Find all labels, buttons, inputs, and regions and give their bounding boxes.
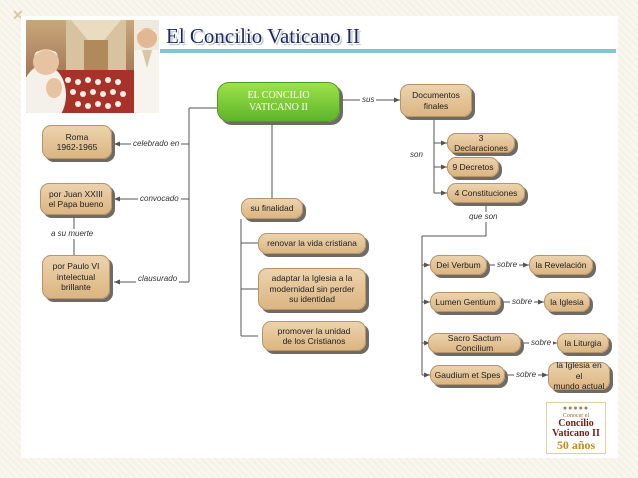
logo-line-3: Vaticano II [552,428,600,439]
node-la-iglesia: la Iglesia [544,292,590,312]
anniversary-logo: ●●●●● Conocer el Concilio Vaticano II 50… [546,402,606,454]
link-convocado: convocado [138,194,181,204]
link-sobre-4: sobre [514,370,539,380]
node-lumen-gentium: Lumen Gentium [430,292,501,312]
link-que-son: que son [467,212,500,222]
node-documentos: Documentos finales [400,84,472,117]
node-renovar: renovar la vida cristiana [258,233,366,254]
link-muerte: a su muerte [49,229,96,239]
node-dei-verbum: Dei Verbum [430,255,487,275]
node-revelacion: la Revelación [529,255,593,275]
logo-line-4: 50 años [556,438,596,452]
node-liturgia: la Liturgia [557,333,609,353]
node-juan-xxiii: por Juan XXIII el Papa bueno [40,183,112,215]
link-clausurado: clausurado [136,274,180,284]
link-sobre-1: sobre [495,260,520,270]
node-central: EL CONCILIO VATICANO II [217,82,340,122]
node-paulo-vi: por Paulo VI intelectual brillante [42,255,110,299]
node-gaudium: Gaudium et Spes [430,365,505,385]
node-finalidad: su finalidad [241,198,303,219]
link-sobre-3: sobre [529,338,554,348]
link-sobre-2: sobre [510,297,535,307]
faces-icon: ●●●●● [562,404,590,412]
link-sus: sus [360,95,377,105]
node-decretos: 9 Decretos [447,157,499,177]
logo-line-2: Concilio [558,418,594,429]
corner-x-icon: ✕ [12,7,24,23]
node-declaraciones: 3 Declaraciones [447,133,515,153]
popes-photo [26,20,159,113]
node-promover: promover la unidad de los Cristianos [262,321,366,351]
node-constituciones: 4 Constituciones [447,183,525,203]
title-underline [160,49,616,53]
logo-line-1: Conocer el [562,413,590,419]
node-roma: Roma 1962-1965 [42,125,112,159]
node-adaptar: adaptar la Iglesia a la modernidad sin p… [258,268,366,310]
link-son: son [408,150,425,160]
slide-title: El Concilio Vaticano II [166,24,360,48]
node-mundo-actual: la Iglesia en el mundo actual [548,360,610,391]
link-celebrado: celebrado en [131,139,182,149]
node-sacro-sanctum: Sacro Sactum Concilium [428,333,521,353]
